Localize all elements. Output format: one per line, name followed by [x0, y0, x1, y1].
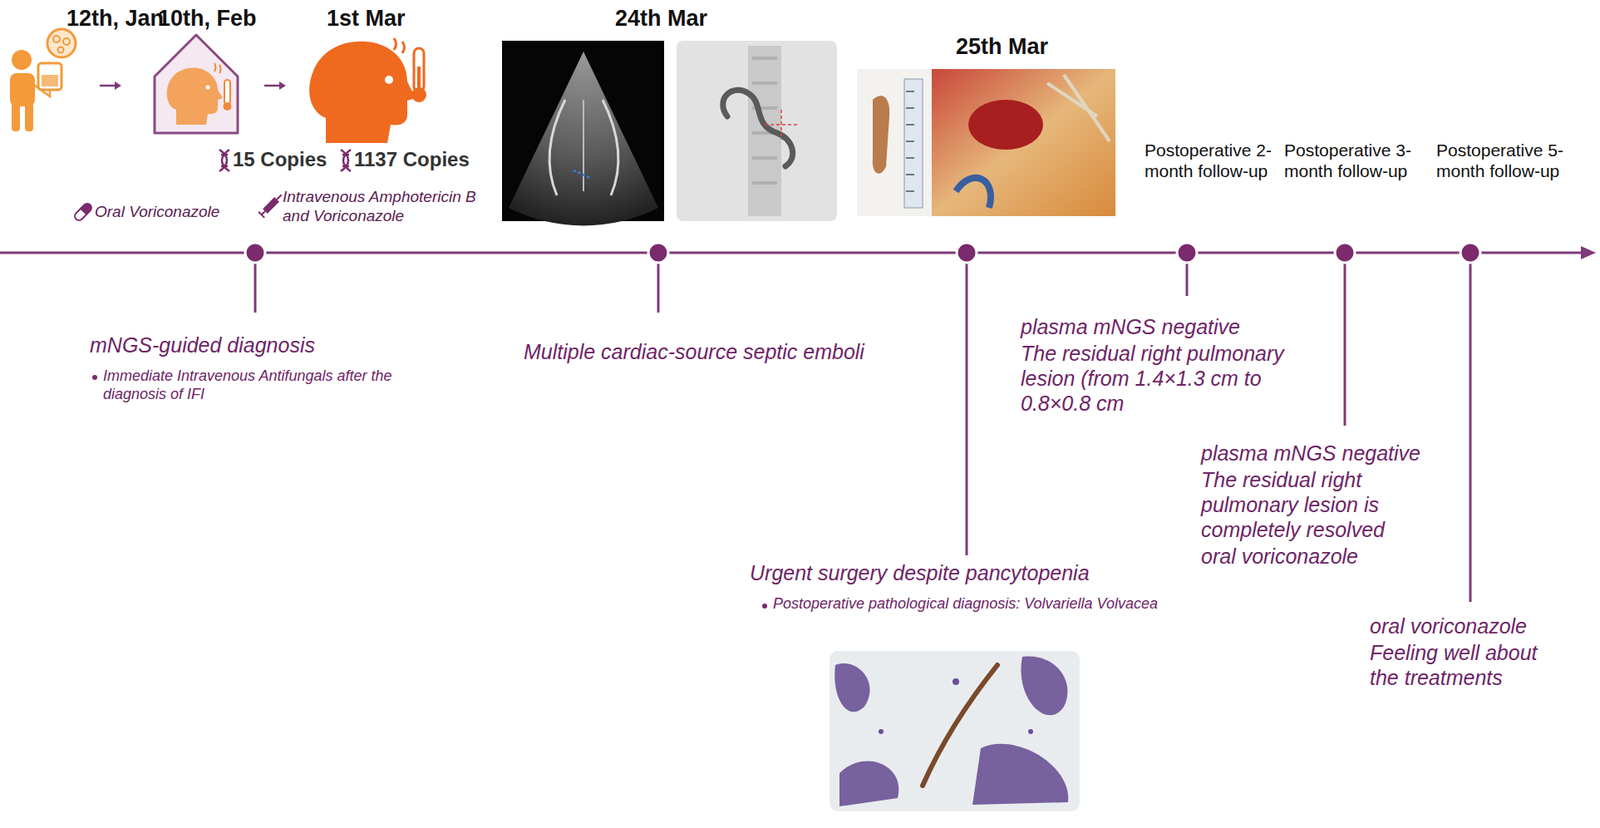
house-outline	[154, 34, 238, 133]
patient-icon	[9, 29, 76, 132]
microscopy-image	[829, 650, 1080, 812]
event-detail: The residual right pulmonary lesion is c…	[1201, 467, 1459, 542]
timeline-axis	[0, 246, 1596, 260]
thermometer	[413, 48, 424, 92]
colony	[58, 47, 64, 54]
event-title: mNGS-guided diagnosis	[89, 332, 316, 358]
petri-dish	[47, 29, 76, 58]
date-label: 25th Mar	[955, 33, 1049, 60]
bullet-dot	[92, 374, 98, 380]
eye	[206, 85, 211, 90]
drug-label: Oral Voriconazole	[94, 202, 220, 222]
event-title: Multiple cardiac-source septic emboli	[523, 339, 865, 365]
event-detail: Postoperative pathological diagnosis: Vo…	[772, 595, 1189, 614]
event-title: Urgent surgery despite pancytopenia	[749, 560, 1090, 586]
axis-arrowhead	[1580, 246, 1596, 260]
event-detail: plasma mNGS negative	[1201, 440, 1459, 466]
timeline-dot	[956, 242, 977, 263]
timeline-dot	[245, 242, 266, 263]
echocardiogram-image	[502, 40, 665, 226]
dna-icon	[340, 149, 351, 172]
ct-image	[676, 40, 837, 222]
flow-arrow	[99, 84, 117, 88]
event-detail: Feeling well about the treatments	[1369, 640, 1570, 690]
date-label: 1st Mar	[326, 4, 406, 32]
colony	[63, 38, 70, 45]
flow-arrowhead	[114, 81, 122, 90]
iv-tube	[31, 83, 50, 97]
thermometer	[224, 79, 231, 105]
timeline-dot	[1176, 242, 1197, 263]
thermometer-bulb	[223, 102, 232, 111]
home-icon	[154, 34, 238, 133]
bullet-dot	[762, 603, 768, 609]
event-detail: Immediate Intravenous Antifungals after …	[103, 367, 419, 404]
body	[9, 73, 35, 107]
leg	[24, 103, 34, 132]
leader-line	[1344, 252, 1347, 426]
dna-icon	[219, 149, 230, 172]
iv-fluid	[41, 74, 59, 87]
event-detail: The residual right pulmonary lesion (fro…	[1020, 340, 1329, 416]
event-detail: plasma mNGS negative	[1020, 314, 1329, 340]
timeline-dot	[648, 242, 669, 263]
colony	[53, 35, 60, 43]
copy-count: 15 Copies	[232, 147, 327, 173]
head	[11, 49, 32, 70]
date-label: 24th Mar	[615, 4, 708, 32]
followup-label: Postoperative 3-month follow-up	[1284, 139, 1423, 182]
sick-head	[167, 68, 223, 125]
event-detail: oral voriconazole	[1369, 613, 1570, 639]
leg	[11, 103, 20, 132]
surgery-photo	[856, 68, 1116, 217]
fever-head-icon	[309, 38, 427, 143]
drug-label: Intravenous Amphotericin B and Voriconaz…	[282, 187, 501, 227]
event-detail: oral voriconazole	[1201, 543, 1459, 569]
syringe-icon	[258, 192, 285, 218]
date-label: 12th, Jan	[66, 4, 164, 32]
thermometer-fill	[417, 66, 421, 92]
leader-lines	[255, 252, 1471, 602]
head-profile	[309, 41, 416, 143]
timeline-dot	[1460, 242, 1481, 263]
iv-bag	[38, 63, 62, 90]
date-label: 10th, Feb	[157, 4, 257, 32]
pill-icon	[73, 201, 94, 222]
heat-waves	[214, 63, 222, 74]
leader-line	[1469, 252, 1472, 602]
heat-waves	[393, 38, 405, 54]
followup-label: Postoperative 5-month follow-up	[1436, 139, 1586, 182]
flow-arrowhead	[279, 81, 286, 90]
followup-label: Postoperative 2-month follow-up	[1144, 139, 1278, 182]
timeline-dots	[245, 242, 1481, 263]
flow-arrow	[264, 84, 281, 88]
copy-count: 1137 Copies	[354, 147, 470, 173]
eye	[384, 75, 394, 84]
timeline-dot	[1334, 242, 1355, 263]
leader-line	[965, 252, 969, 556]
